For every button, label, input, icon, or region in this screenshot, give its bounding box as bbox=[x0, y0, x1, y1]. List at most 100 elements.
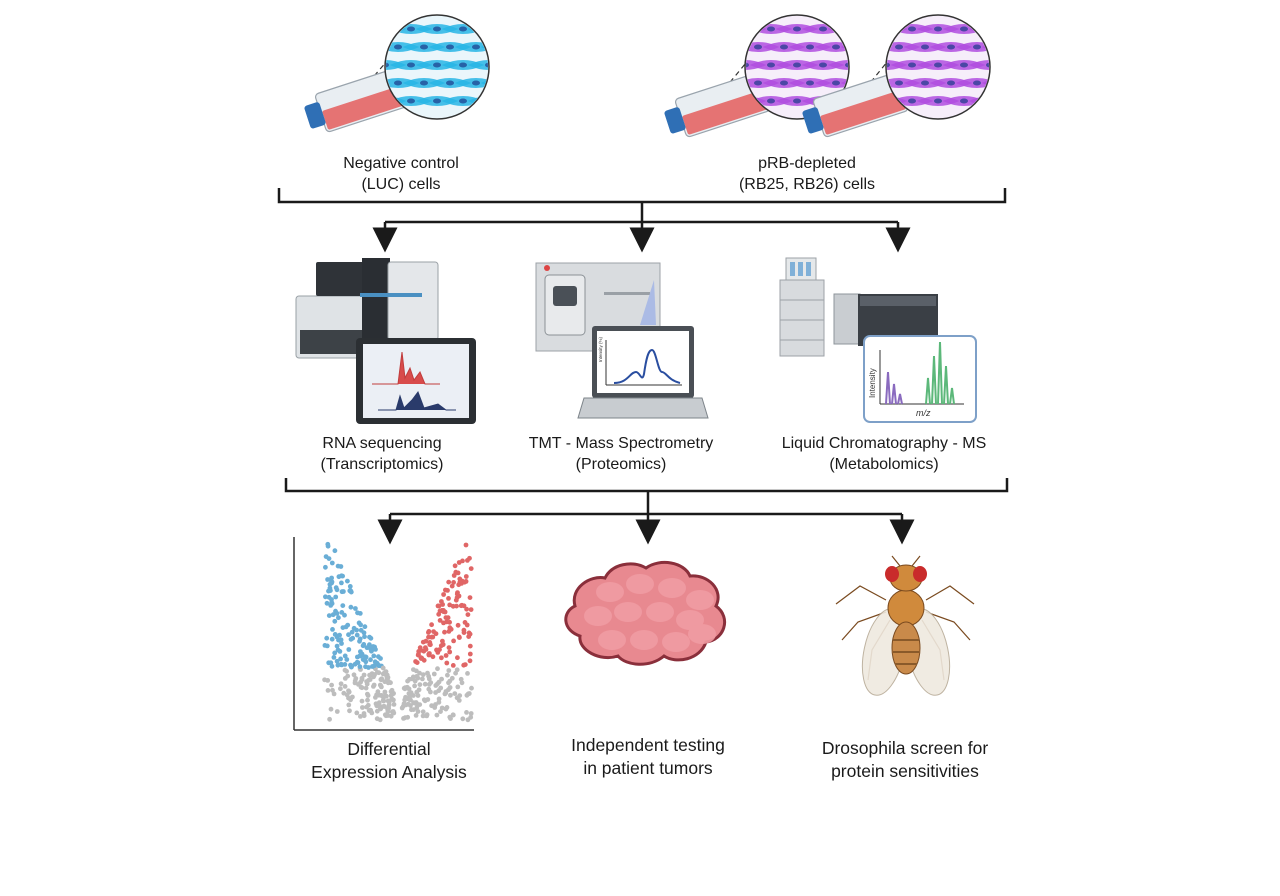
volcano-dot bbox=[338, 681, 344, 687]
volcano-dot bbox=[334, 658, 340, 664]
volcano-dot bbox=[437, 618, 443, 623]
volcano-dot bbox=[446, 579, 452, 585]
volcano-dot bbox=[379, 684, 384, 690]
lcms-label-line2: (Metabolomics) bbox=[829, 456, 938, 473]
volcano-dot bbox=[451, 580, 456, 585]
volcano-dot bbox=[467, 651, 473, 657]
volcano-dot bbox=[442, 629, 447, 635]
volcano-dot bbox=[342, 684, 348, 689]
volcano-dot bbox=[351, 672, 357, 678]
metabolomics-x-axis-label: m/z bbox=[916, 408, 931, 418]
volcano-dot bbox=[366, 665, 371, 670]
volcano-dot bbox=[429, 634, 434, 640]
volcano-dot bbox=[376, 663, 382, 668]
volcano-dot bbox=[333, 608, 338, 614]
volcano-dot bbox=[331, 655, 337, 660]
volcano-dot bbox=[383, 693, 388, 699]
volcano-dot bbox=[420, 672, 426, 677]
volcano-dot bbox=[465, 717, 471, 723]
volcano-dot bbox=[427, 640, 433, 645]
volcano-dot bbox=[411, 700, 417, 706]
volcano-dot bbox=[448, 716, 453, 721]
volcano-dot bbox=[365, 697, 370, 703]
volcano-dot bbox=[375, 689, 381, 695]
volcano-dot bbox=[456, 634, 462, 640]
volcano-dot bbox=[329, 560, 335, 566]
volcano-dot bbox=[433, 690, 438, 695]
volcano-dot bbox=[464, 606, 469, 612]
volcano-dot bbox=[334, 709, 340, 714]
volcano-dot bbox=[415, 693, 421, 698]
volcano-dot bbox=[439, 705, 445, 711]
dea-label-line2: Expression Analysis bbox=[311, 762, 467, 782]
volcano-dot bbox=[373, 695, 378, 700]
volcano-dot bbox=[414, 674, 420, 679]
volcano-dot bbox=[330, 627, 335, 632]
volcano-dot bbox=[436, 679, 442, 685]
volcano-dot bbox=[391, 710, 397, 716]
volcano-dot bbox=[438, 709, 443, 714]
volcano-dot bbox=[371, 684, 376, 689]
volcano-dot bbox=[455, 655, 460, 661]
volcano-dot bbox=[332, 618, 338, 624]
volcano-dot bbox=[445, 588, 450, 593]
volcano-dot bbox=[361, 713, 367, 719]
drosophila-label-line2: protein sensitivities bbox=[831, 761, 979, 781]
volcano-dot bbox=[372, 672, 377, 678]
volcano-dot bbox=[334, 643, 340, 649]
volcano-dot bbox=[454, 591, 460, 597]
volcano-dot bbox=[323, 564, 328, 570]
volcano-dot bbox=[372, 663, 377, 669]
volcano-dot bbox=[380, 665, 386, 671]
volcano-dot bbox=[429, 622, 434, 628]
volcano-dot bbox=[340, 603, 346, 608]
volcano-dot bbox=[440, 638, 445, 644]
volcano-dot bbox=[335, 662, 341, 668]
volcano-dot bbox=[452, 691, 458, 696]
volcano-dot bbox=[444, 705, 450, 710]
volcano-dot bbox=[348, 636, 354, 642]
depleted-cell bbox=[968, 60, 989, 70]
tmt-label-line2: (Proteomics) bbox=[576, 456, 667, 473]
volcano-dot bbox=[342, 667, 348, 673]
volcano-dot bbox=[447, 649, 453, 655]
volcano-dot bbox=[450, 712, 456, 718]
volcano-dot bbox=[322, 643, 328, 648]
volcano-dot bbox=[328, 660, 334, 666]
volcano-dot bbox=[339, 662, 344, 668]
volcano-dot bbox=[338, 637, 344, 643]
volcano-dot bbox=[357, 664, 363, 670]
volcano-dot bbox=[326, 556, 332, 561]
volcano-dot bbox=[329, 597, 334, 602]
volcano-dot bbox=[436, 696, 442, 702]
volcano-dot bbox=[453, 670, 458, 676]
volcano-dot bbox=[355, 610, 360, 616]
volcano-dot bbox=[342, 653, 348, 659]
volcano-dot bbox=[443, 653, 449, 658]
proteomics-axis-label: Intensity (%) bbox=[598, 336, 603, 362]
volcano-dot bbox=[414, 705, 420, 711]
volcano-dot bbox=[357, 653, 363, 659]
control-label-line1: Negative control bbox=[343, 155, 459, 172]
volcano-dot bbox=[367, 672, 372, 678]
volcano-dot bbox=[322, 677, 327, 683]
volcano-dot bbox=[445, 672, 450, 678]
volcano-dot bbox=[367, 677, 373, 682]
volcano-dot bbox=[382, 712, 388, 718]
volcano-dot bbox=[440, 642, 446, 648]
volcano-dot bbox=[353, 676, 359, 681]
volcano-dot bbox=[340, 625, 346, 630]
drosophila-label-line1: Drosophila screen for bbox=[822, 738, 988, 758]
volcano-dot bbox=[451, 638, 456, 644]
rna-sequencer-icon bbox=[295, 258, 476, 424]
volcano-dot bbox=[467, 555, 472, 561]
volcano-dot bbox=[378, 656, 383, 661]
volcano-dot bbox=[357, 636, 363, 642]
volcano-dot bbox=[333, 594, 339, 600]
volcano-dot bbox=[335, 647, 341, 653]
volcano-dot bbox=[368, 635, 374, 641]
volcano-dot bbox=[345, 622, 351, 628]
volcano-dot bbox=[326, 613, 332, 618]
volcano-dot bbox=[363, 685, 369, 691]
volcano-dot bbox=[325, 688, 331, 693]
